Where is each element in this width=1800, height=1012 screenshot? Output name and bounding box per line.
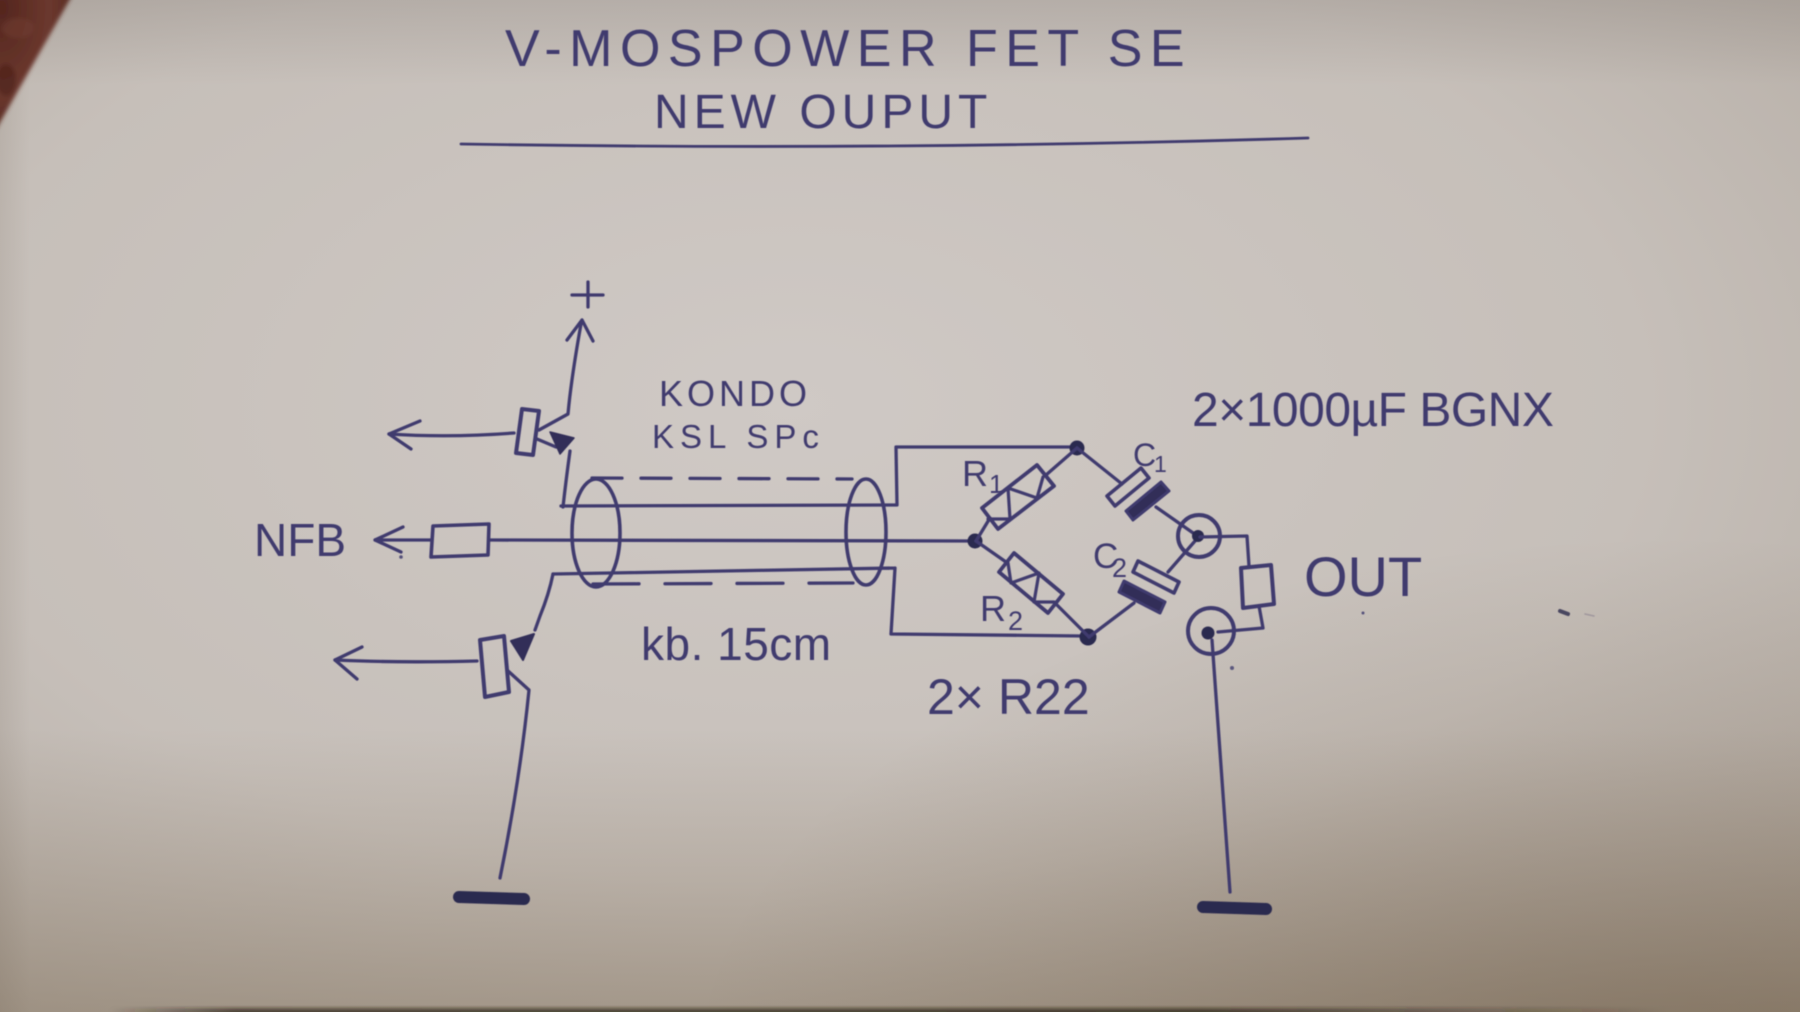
svg-text:2: 2: [1008, 606, 1023, 636]
svg-text:KSL SPc: KSL SPc: [652, 418, 825, 455]
svg-text:C: C: [1133, 437, 1156, 473]
svg-text:2: 2: [1112, 553, 1127, 583]
svg-text:2× R22: 2× R22: [927, 669, 1090, 725]
svg-text:kb. 15cm: kb. 15cm: [641, 618, 832, 670]
svg-text:1: 1: [989, 469, 1003, 499]
svg-text:R: R: [980, 588, 1006, 629]
svg-text:2×1000µF BGNX: 2×1000µF BGNX: [1192, 384, 1554, 437]
svg-text:NFB: NFB: [254, 514, 346, 566]
svg-text:KONDO: KONDO: [659, 373, 811, 414]
svg-text:R: R: [962, 453, 988, 494]
svg-text:1: 1: [1154, 451, 1167, 477]
svg-text:C: C: [1093, 537, 1118, 576]
svg-text:OUT: OUT: [1304, 545, 1422, 608]
svg-text:NEW OUPUT: NEW OUPUT: [654, 86, 992, 139]
svg-text:V-MOSPOWER FET SE: V-MOSPOWER FET SE: [505, 20, 1192, 78]
